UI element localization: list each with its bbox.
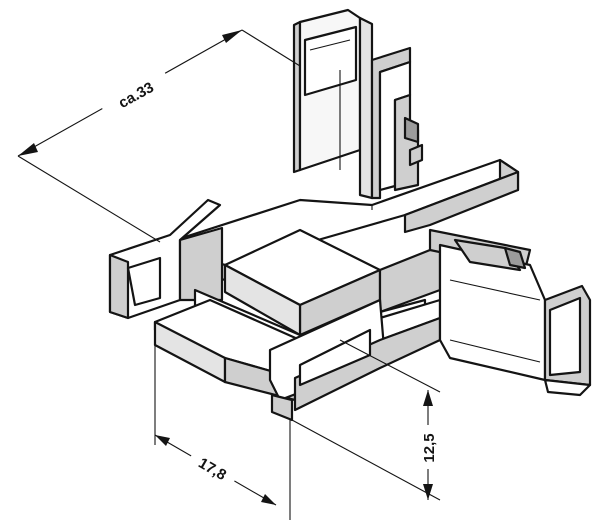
right-bracket: [428, 228, 592, 397]
lower-base: [153, 298, 442, 422]
dimension-length: ca.33: [17, 29, 301, 243]
dimension-height: 12,5: [291, 339, 441, 501]
left-clip: [108, 198, 224, 320]
upper-bracket: [292, 8, 424, 200]
dimension-width: 17,8: [154, 330, 291, 520]
dimension-height-label: 12,5: [421, 433, 438, 462]
